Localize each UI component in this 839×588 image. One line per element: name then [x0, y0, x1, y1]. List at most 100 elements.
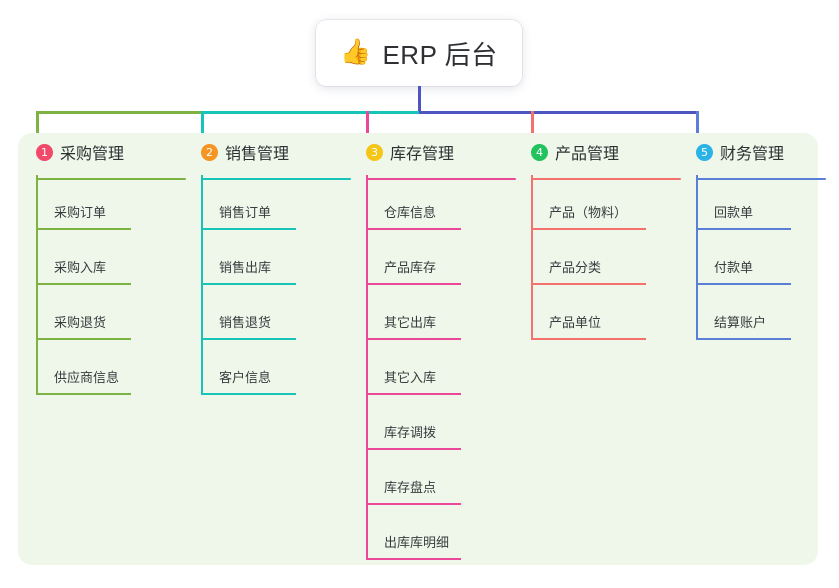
leaf-item-label: 采购订单	[54, 205, 107, 220]
leaf-item[interactable]: 采购入库	[36, 230, 131, 285]
drop-line-3	[366, 111, 369, 151]
bus-segment-1	[36, 111, 203, 114]
column-5: 5 财务管理回款单付款单结算账户	[674, 141, 826, 340]
column-badge-3: 3	[366, 143, 383, 161]
leaf-item-rule	[201, 283, 296, 285]
leaf-item[interactable]: 付款单	[696, 230, 791, 285]
leaf-item-rule	[531, 338, 646, 340]
leaf-item-label: 供应商信息	[54, 370, 120, 385]
leaf-item-label: 采购退货	[54, 315, 107, 330]
leaf-item[interactable]: 结算账户	[696, 285, 791, 340]
leaf-item[interactable]: 采购订单	[36, 175, 131, 230]
leaf-item[interactable]: 产品分类	[531, 230, 646, 285]
leaf-item[interactable]: 仓库信息	[366, 175, 461, 230]
leaf-item[interactable]: 销售出库	[201, 230, 296, 285]
leaf-item[interactable]: 其它入库	[366, 340, 461, 395]
leaf-item-label: 付款单	[714, 260, 754, 275]
root-node[interactable]: 👍 ERP 后台	[316, 20, 522, 86]
leaf-item-rule	[696, 338, 791, 340]
leaf-item-label: 客户信息	[219, 370, 272, 385]
leaf-item-rule	[366, 558, 461, 560]
column-spine-1	[36, 175, 38, 395]
column-spine-3	[366, 175, 368, 560]
leaf-item-label: 采购入库	[54, 260, 107, 275]
leaf-item[interactable]: 采购退货	[36, 285, 131, 340]
column-header-rule-5	[696, 178, 826, 180]
root-stem	[418, 86, 421, 113]
column-header-rule-2	[201, 178, 351, 180]
leaf-item-rule	[36, 393, 131, 395]
leaf-item-label: 其它出库	[384, 315, 437, 330]
leaf-item-label: 其它入库	[384, 370, 437, 385]
root-title: ERP 后台	[382, 39, 498, 70]
column-title-4: 产品管理	[555, 146, 620, 163]
drop-line-1	[36, 111, 39, 151]
leaf-item-label: 仓库信息	[384, 205, 437, 220]
column-header-2[interactable]: 2 销售管理	[179, 141, 289, 163]
leaf-item[interactable]: 产品单位	[531, 285, 646, 340]
leaf-item-label: 销售订单	[219, 205, 272, 220]
leaf-item-label: 产品单位	[549, 315, 602, 330]
column-header-rule-3	[366, 178, 516, 180]
thumbs-up-icon: 👍	[340, 37, 372, 66]
leaf-item-rule	[366, 393, 461, 395]
leaf-item-rule	[366, 228, 461, 230]
column-spine-5	[696, 175, 698, 340]
leaf-item-label: 出库库明细	[384, 535, 450, 550]
column-spine-4	[531, 175, 533, 340]
leaf-item-rule	[201, 338, 296, 340]
bus-segment-3	[419, 111, 698, 114]
leaf-item-rule	[36, 283, 131, 285]
root-node-content: 👍 ERP 后台	[340, 35, 497, 72]
leaf-item-label: 库存盘点	[384, 480, 437, 495]
leaf-item[interactable]: 供应商信息	[36, 340, 131, 395]
column-title-1: 采购管理	[60, 146, 125, 163]
leaf-item-rule	[696, 228, 791, 230]
column-header-5[interactable]: 5 财务管理	[674, 141, 784, 163]
column-2: 2 销售管理销售订单销售出库销售退货客户信息	[179, 141, 351, 395]
column-badge-5: 5	[696, 143, 713, 161]
column-spine-2	[201, 175, 203, 395]
leaf-item[interactable]: 客户信息	[201, 340, 296, 395]
leaf-item[interactable]: 其它出库	[366, 285, 461, 340]
column-badge-2: 2	[201, 143, 218, 161]
drop-line-2	[201, 111, 204, 151]
leaf-item[interactable]: 销售订单	[201, 175, 296, 230]
leaf-item[interactable]: 产品（物料）	[531, 175, 646, 230]
leaf-item-rule	[366, 448, 461, 450]
bus-segment-2	[201, 111, 421, 114]
leaf-item[interactable]: 产品库存	[366, 230, 461, 285]
leaf-item-rule	[531, 228, 646, 230]
leaf-item-label: 结算账户	[714, 315, 767, 330]
leaf-item-rule	[366, 283, 461, 285]
drop-line-5	[696, 111, 699, 151]
leaf-item[interactable]: 销售退货	[201, 285, 296, 340]
leaf-item[interactable]: 库存盘点	[366, 450, 461, 505]
leaf-item-label: 回款单	[714, 205, 754, 220]
column-title-2: 销售管理	[225, 146, 290, 163]
column-header-rule-4	[531, 178, 681, 180]
column-title-5: 财务管理	[720, 146, 785, 163]
leaf-item-rule	[531, 283, 646, 285]
leaf-item-rule	[696, 283, 791, 285]
leaf-item[interactable]: 回款单	[696, 175, 791, 230]
leaf-item-label: 库存调拨	[384, 425, 437, 440]
leaf-item-label: 产品分类	[549, 260, 602, 275]
leaf-item-label: 产品（物料）	[549, 205, 628, 220]
leaf-item[interactable]: 库存调拨	[366, 395, 461, 450]
drop-line-4	[531, 111, 534, 151]
leaf-item-rule	[36, 228, 131, 230]
leaf-item-label: 销售出库	[219, 260, 272, 275]
leaf-item-rule	[366, 503, 461, 505]
leaf-item[interactable]: 出库库明细	[366, 505, 461, 560]
leaf-item-rule	[201, 393, 296, 395]
leaf-item-label: 销售退货	[219, 315, 272, 330]
column-header-rule-1	[36, 178, 186, 180]
